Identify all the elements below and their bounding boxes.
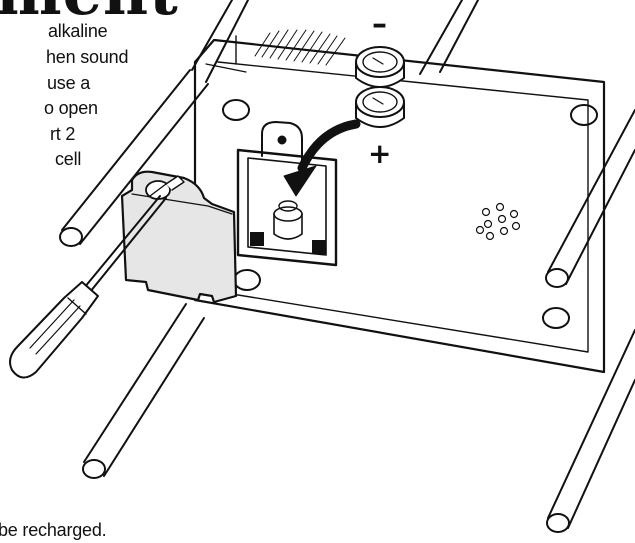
- panel-top-edge: [206, 64, 246, 72]
- instruction-footer: be recharged.: [0, 520, 107, 540]
- instruction-line-5: rt 2: [50, 124, 76, 144]
- panel-foot-hole-top-right: [571, 105, 597, 125]
- section-heading: ment: [0, 0, 179, 24]
- leg-rod-right-middle: [546, 110, 635, 287]
- speaker-grille: [477, 204, 520, 240]
- instruction-line-4: o open: [44, 98, 98, 118]
- instruction-line-6: cell: [55, 149, 82, 169]
- battery-cover-plate: [122, 172, 236, 302]
- panel-inner-frame: [218, 62, 588, 352]
- instruction-line-1: alkaline: [48, 21, 108, 41]
- insertion-arrow: [284, 124, 356, 196]
- leg-rod-left-lower: [83, 304, 204, 478]
- panel-hatch-shading: [255, 30, 345, 65]
- button-cell-battery-bottom: [356, 87, 404, 127]
- button-cell-battery-top: [356, 47, 404, 87]
- instruction-line-2: hen sound: [46, 47, 129, 67]
- instruction-line-3: use a: [47, 73, 91, 93]
- leg-rod-top-right: [420, 0, 478, 74]
- battery-plus-label: +: [368, 137, 392, 170]
- panel-foot-hole-top-left: [223, 100, 249, 120]
- panel-foot-hole-bottom-right: [543, 308, 569, 328]
- screwdriver: [10, 196, 166, 378]
- leg-rod-right-lower: [547, 330, 635, 532]
- leg-rod-left-upper: [60, 0, 248, 246]
- battery-minus-label: –: [372, 7, 387, 42]
